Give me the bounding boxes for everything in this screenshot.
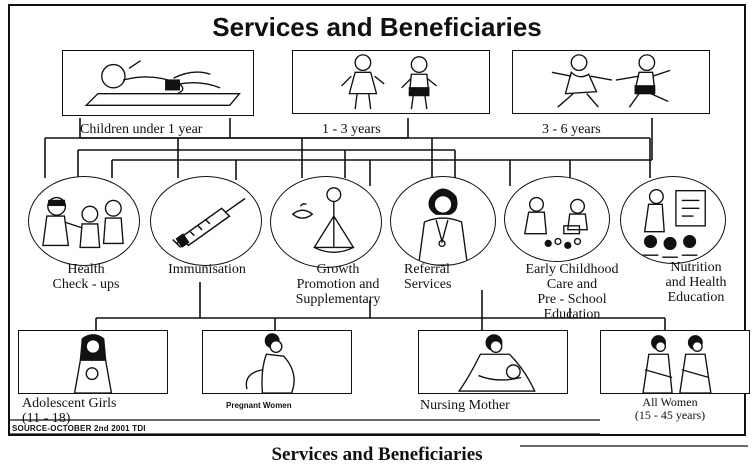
service-circle-immunisation — [150, 176, 262, 266]
women-label-line: (15 - 45 years) — [634, 408, 706, 422]
service-label-line: Nutrition — [670, 260, 722, 275]
service-label-line: Care and — [546, 277, 598, 292]
women-label-line: Adolescent Girls — [22, 396, 117, 411]
all-women-box — [600, 330, 750, 394]
service-label-line: Promotion and — [296, 277, 380, 292]
pregnant-woman-icon — [245, 333, 295, 393]
age-group-label-preschool: 3 - 6 years — [542, 122, 601, 137]
women-label-all: All Women (15 - 45 years) — [606, 396, 734, 422]
diagram-frame — [8, 4, 746, 436]
children-playing-icon — [523, 196, 589, 249]
age-group-label-toddlers: 1 - 3 years — [322, 122, 381, 137]
service-circle-health-checkups — [28, 176, 140, 266]
doctor-examining-children-icon — [42, 196, 124, 249]
nursing-mother-box — [418, 330, 568, 394]
two-women-icon — [642, 335, 712, 393]
teacher-with-board-icon — [642, 189, 706, 258]
pregnant-women-box — [202, 330, 352, 394]
service-circle-nutrition — [620, 176, 726, 264]
service-label-line: Growth — [316, 262, 360, 277]
source-note: SOURCE-OCTOBER 2nd 2001 TDI — [12, 424, 146, 433]
service-label-line: and Health — [665, 275, 727, 290]
women-label-pregnant: Pregnant Women — [226, 398, 292, 413]
service-label-line: Supplementary — [295, 292, 381, 307]
service-circle-early-childhood — [504, 176, 610, 262]
women-label-line: Pregnant Women — [226, 401, 292, 410]
service-label-referral: Referral Services — [404, 262, 490, 292]
women-label-adolescent: Adolescent Girls (11 - 18) — [22, 396, 116, 426]
service-label-growth: Growth Promotion and Supplementary — [268, 262, 408, 307]
service-label-line: Pre - School — [537, 292, 607, 307]
age-group-label-infants: Children under 1 year — [80, 122, 203, 137]
service-label-line: Check - ups — [52, 277, 120, 292]
service-label-line: Immunisation — [168, 262, 246, 277]
nursing-mother-icon — [457, 334, 536, 392]
service-label-line: Referral — [404, 262, 450, 277]
service-label-line: Education — [667, 290, 725, 305]
service-circle-referral — [390, 176, 496, 266]
children-playing-ball-icon — [551, 54, 671, 108]
service-label-immunisation: Immunisation — [142, 262, 272, 277]
toddlers-illustration-box — [292, 50, 490, 114]
toddlers-icon — [341, 54, 437, 110]
women-label-line: Nursing Mother — [420, 398, 510, 413]
adolescent-girl-icon — [73, 334, 113, 393]
service-label-line: Health — [67, 262, 105, 277]
service-label-line: Education — [543, 307, 601, 322]
baby-lying-icon — [84, 60, 241, 106]
service-label-nutrition: Nutrition and Health Education — [648, 260, 744, 305]
service-circle-growth — [270, 176, 382, 268]
service-label-health-checkups: Health Check - ups — [36, 262, 136, 292]
women-label-line: (11 - 18) — [22, 411, 71, 426]
service-label-line: Early Childhood — [525, 262, 619, 277]
service-label-early-childhood: Early Childhood Care and Pre - School Ed… — [496, 262, 648, 322]
diagram-title: Services and Beneficiaries — [212, 12, 542, 42]
figure-caption: Services and Beneficiaries — [271, 444, 483, 465]
infant-illustration-box — [62, 50, 254, 116]
service-label-line: Services — [404, 277, 452, 292]
weighing-scale-icon — [291, 187, 355, 254]
syringe-icon — [172, 197, 246, 248]
women-label-nursing: Nursing Mother — [420, 398, 510, 413]
adolescent-girls-box — [18, 330, 168, 394]
women-label-line: All Women — [642, 395, 698, 409]
health-worker-icon — [417, 188, 469, 265]
preschoolers-illustration-box — [512, 50, 710, 114]
